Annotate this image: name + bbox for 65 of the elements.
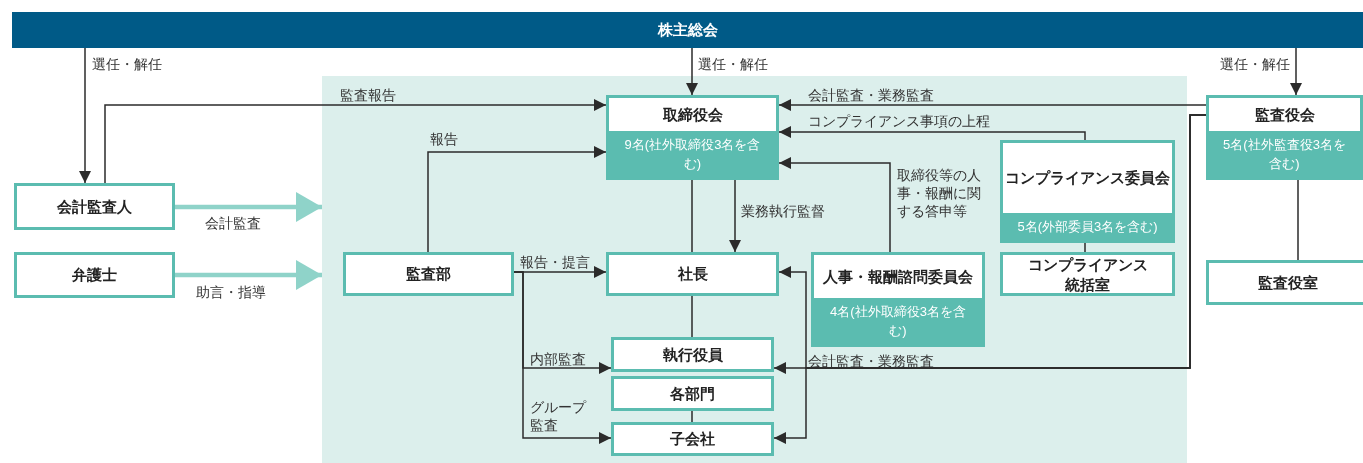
header-band: 株主総会	[12, 12, 1363, 48]
box-heading: 執行役員	[661, 344, 724, 365]
org-box	[611, 376, 774, 411]
edge-label: 会計監査	[205, 214, 261, 232]
connector-line	[691, 295, 693, 338]
org-box	[14, 252, 175, 298]
box-heading: 会計監査人	[56, 196, 133, 217]
org-box	[606, 252, 779, 296]
arrow	[686, 47, 698, 96]
arrow	[1290, 47, 1302, 96]
edge-label: 監査報告	[340, 86, 396, 104]
org-box	[606, 95, 779, 180]
panel-background	[322, 76, 1187, 463]
edge-label: 選任・解任	[92, 55, 162, 73]
arrow	[729, 179, 741, 253]
org-box	[1206, 260, 1363, 305]
arrow	[773, 114, 1207, 444]
edge-label: 内部監査	[530, 350, 586, 368]
arrow	[79, 47, 91, 184]
org-box	[14, 183, 175, 230]
edge-label: 会計監査・業務監査	[808, 86, 934, 104]
org-box	[1000, 252, 1175, 296]
connector-line	[1297, 179, 1299, 261]
connector-line	[1084, 242, 1086, 253]
box-heading: 監査役会	[1253, 104, 1316, 125]
edge-label: グループ監査	[530, 398, 588, 434]
box-heading: 人事・報酬諮問委員会	[822, 266, 974, 287]
arrow	[778, 99, 1207, 111]
member-count: 5名(外部委員3名を含む)	[1003, 213, 1172, 240]
box-heading: 弁護士	[71, 265, 118, 285]
box-heading: 子会社	[669, 429, 716, 449]
arrow	[104, 99, 607, 184]
box-heading: 監査部	[405, 264, 452, 284]
block-arrow	[175, 260, 322, 290]
member-count: 9名(社外取締役3名を含む)	[609, 131, 776, 177]
edge-label: 選任・解任	[1220, 55, 1290, 73]
org-box	[611, 337, 774, 372]
org-box	[1000, 140, 1175, 243]
edge-label: 取締役等の人事・報酬に関する答申等	[897, 166, 982, 220]
edge-label: 会計監査・業務監査	[808, 352, 934, 370]
connector-line	[691, 410, 693, 423]
connector-line	[691, 179, 693, 253]
edge-label: コンプライアンス事項の上程	[808, 112, 990, 130]
edge-label: 選任・解任	[698, 55, 768, 73]
org-box	[811, 252, 985, 347]
org-box	[611, 422, 774, 456]
arrow	[778, 126, 1086, 141]
box-heading: 社長	[676, 264, 709, 284]
box-heading: コンプライアンス委員会	[1004, 168, 1171, 188]
box-heading: 取締役会	[661, 104, 724, 125]
edge-label: 業務執行監督	[741, 202, 825, 220]
member-count: 4名(社外取締役3名を含む)	[814, 298, 982, 344]
arrow	[427, 146, 607, 253]
member-count: 5名(社外監査役3名を含む)	[1209, 131, 1360, 177]
org-box	[343, 252, 514, 296]
arrow	[778, 157, 891, 253]
box-heading: 監査役室	[1257, 272, 1319, 293]
org-box	[1206, 95, 1363, 180]
edge-label: 報告・提言	[520, 253, 590, 271]
edge-label: 助言・指導	[196, 283, 266, 301]
box-heading: 各部門	[669, 383, 716, 404]
arrow	[513, 271, 612, 444]
block-arrow	[175, 192, 322, 222]
box-heading: コンプライアンス統括室	[1026, 255, 1149, 295]
edge-label: 報告	[430, 130, 458, 148]
